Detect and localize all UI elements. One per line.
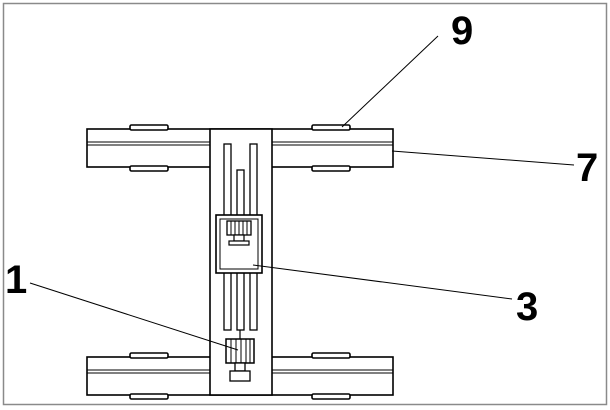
callout-label-9: 9	[451, 9, 473, 53]
outer-frame	[2, 2, 608, 406]
leader-line-1	[29, 282, 239, 351]
bottom-beam-roller-left-bottom	[129, 393, 169, 400]
bottom-beam-roller-right-bottom	[311, 393, 351, 400]
callout-label-7: 7	[576, 146, 598, 190]
leader-line-3	[252, 264, 513, 300]
bottom-beam-roller-right	[311, 352, 351, 359]
top-beam-roller-left	[129, 124, 169, 131]
carriage-motor	[226, 220, 252, 246]
top-beam-roller-right-bottom	[311, 165, 351, 172]
drive-motor-base	[229, 370, 251, 382]
leader-lines	[29, 35, 575, 351]
carriage	[215, 214, 263, 274]
drive-motor-shaft	[234, 362, 246, 372]
bottom-beam-roller-left	[129, 352, 169, 359]
leader-line-9	[341, 35, 439, 128]
top-beam-roller-right	[311, 124, 351, 131]
leader-line-7	[391, 150, 575, 166]
top-beam-roller-left-bottom	[129, 165, 169, 172]
callout-label-1: 1	[5, 258, 27, 302]
drive-motor	[225, 330, 255, 382]
callout-label-3: 3	[516, 285, 538, 329]
